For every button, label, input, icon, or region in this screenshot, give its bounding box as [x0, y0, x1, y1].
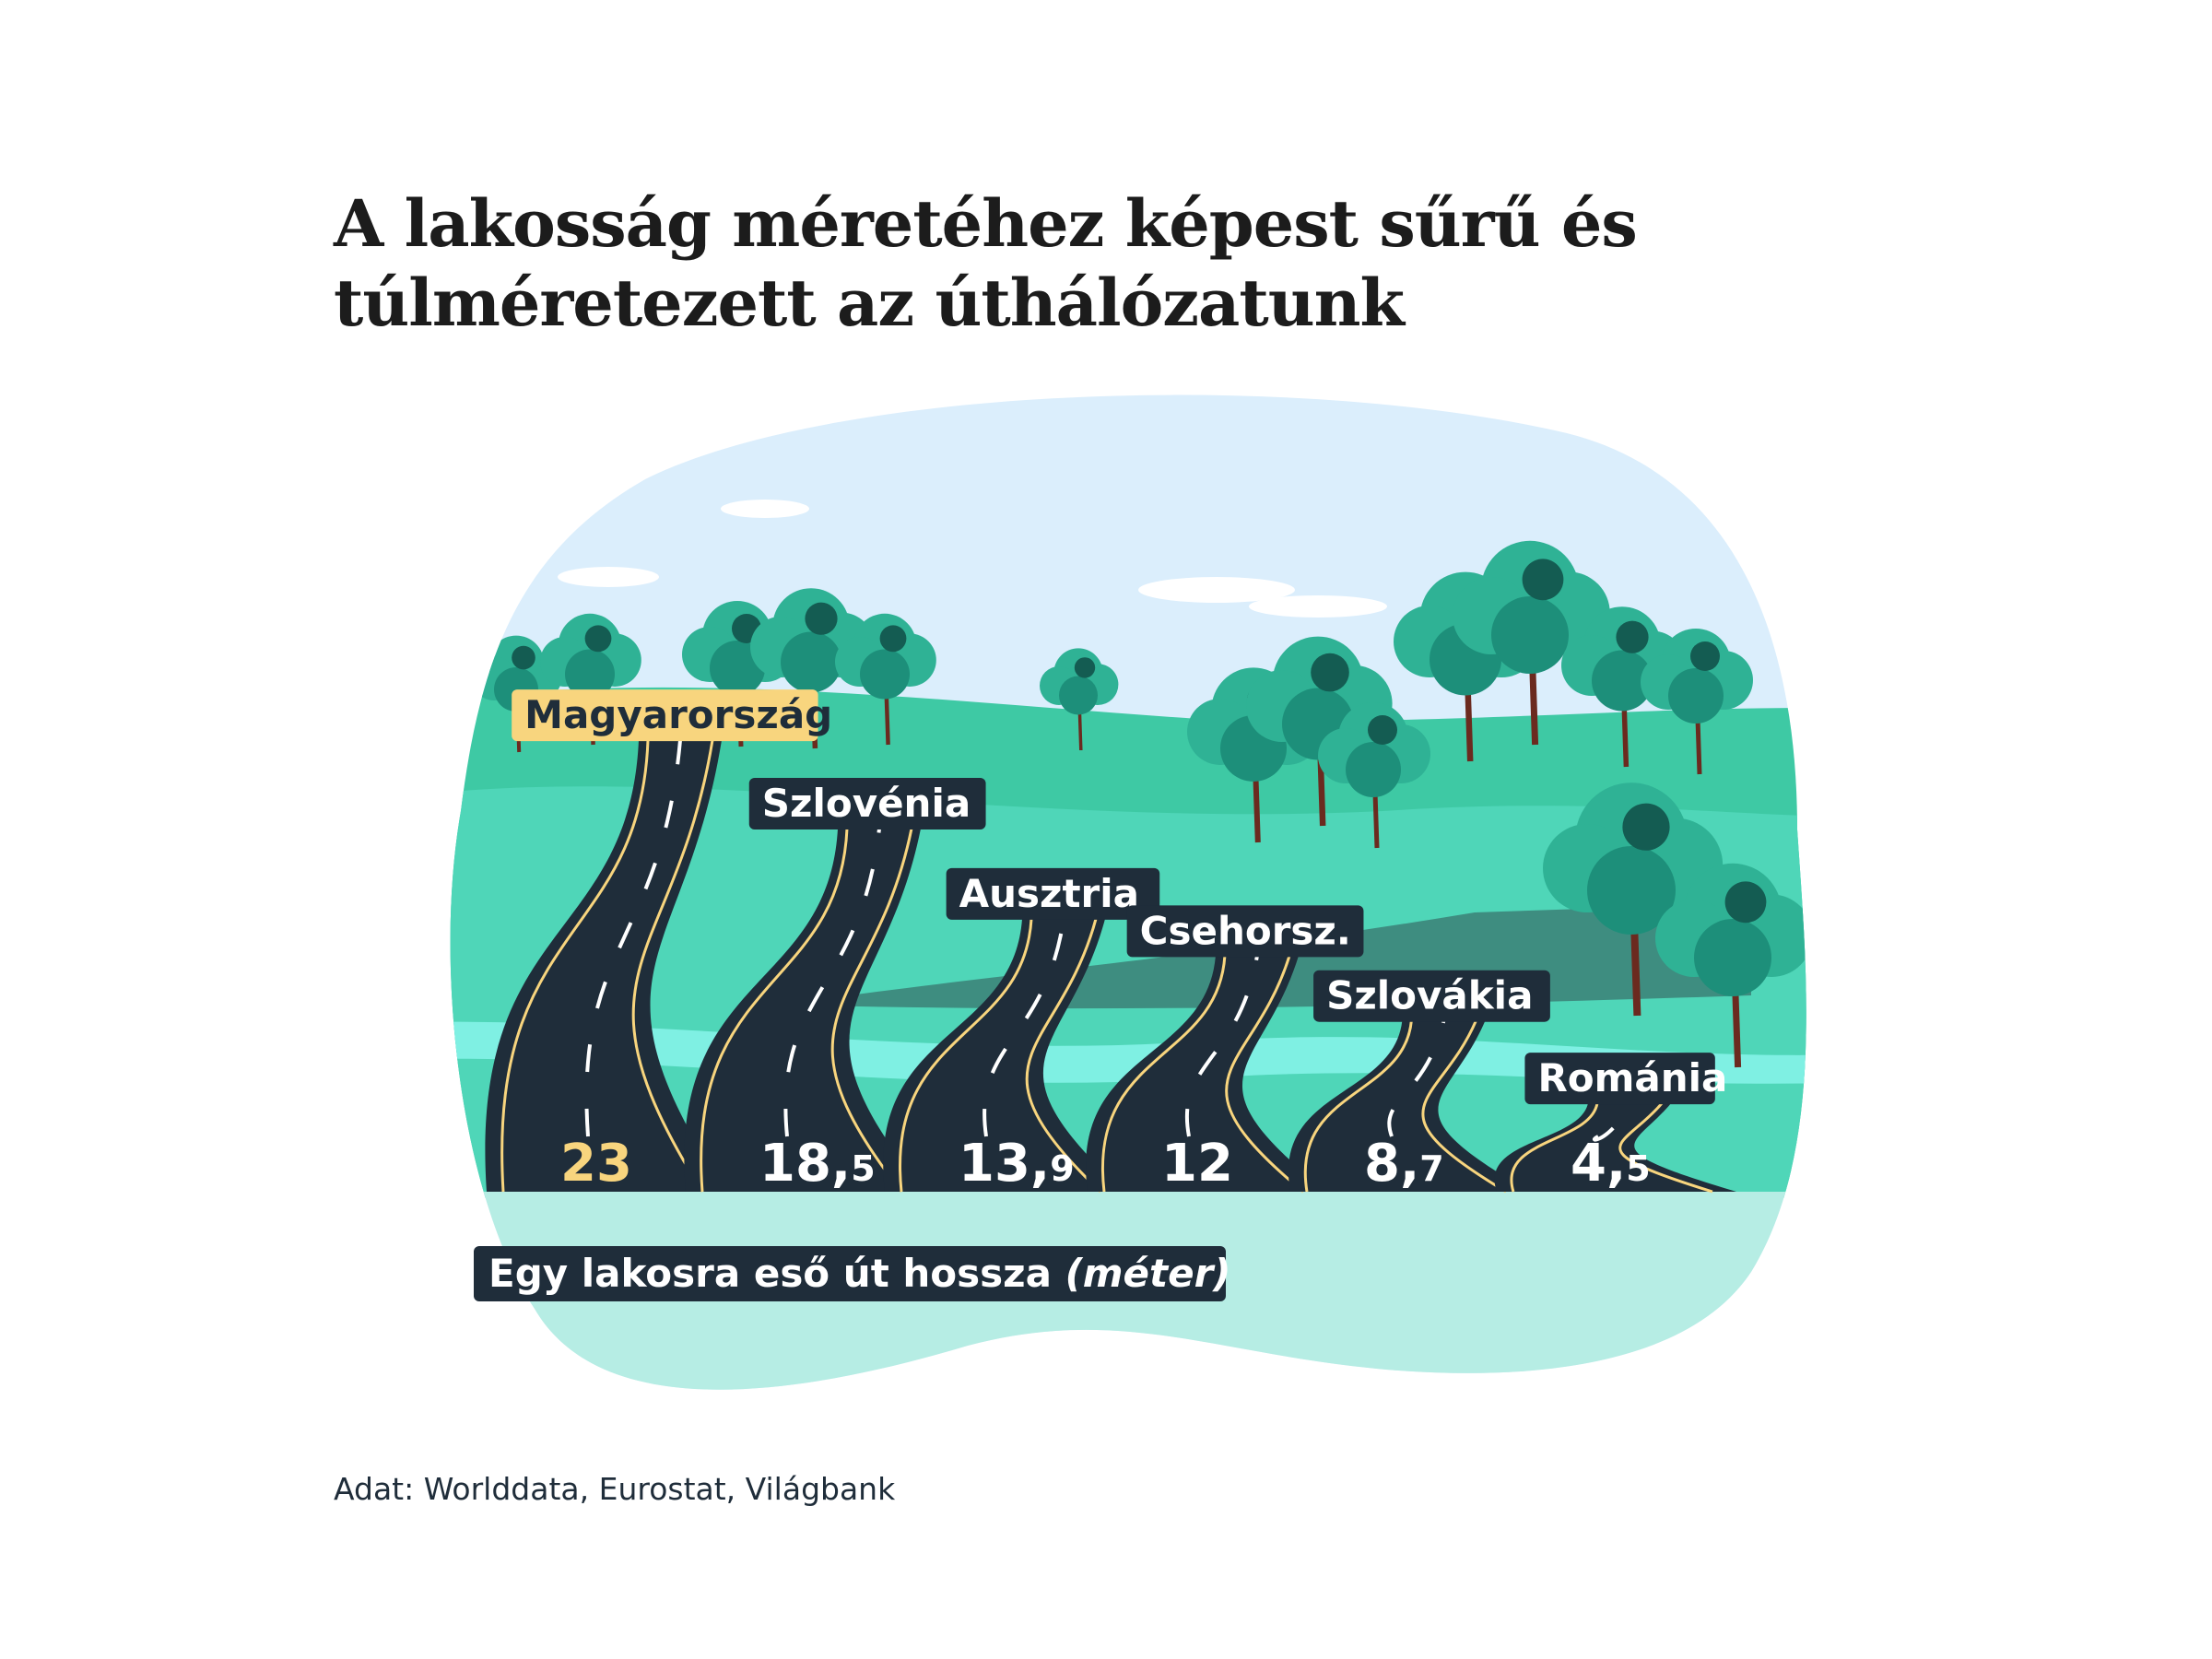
road-edge-line	[700, 828, 849, 1193]
category-label-box	[1126, 905, 1364, 958]
cloud	[1249, 595, 1387, 618]
value-label: 13,9	[959, 1134, 1075, 1194]
value-decimal: 9	[1050, 1148, 1074, 1189]
category-label: Magyarország	[524, 692, 832, 737]
axis-label-unit: (méter)	[1065, 1251, 1231, 1296]
road-surface	[883, 918, 1124, 1192]
value-label: 12	[1161, 1134, 1233, 1194]
svg-text:Egy lakosra eső út hossza: Egy lakosra eső út hossza (méter)	[488, 1251, 1230, 1296]
road-surface	[684, 828, 925, 1192]
road-bar: Magyarország 23	[485, 689, 832, 1194]
value-label: 4,5	[1571, 1134, 1651, 1194]
axis-label-main: Egy lakosra eső út hossza	[488, 1251, 1052, 1296]
road-edge-line	[1100, 956, 1227, 1193]
tree	[1040, 648, 1119, 751]
road-bar: Ausztria 13,9	[883, 867, 1160, 1194]
tree	[835, 613, 936, 746]
value-int: 8,	[1364, 1134, 1419, 1194]
trees	[472, 540, 1806, 1068]
road-edge-line	[1421, 1020, 1507, 1194]
tree	[1641, 629, 1753, 775]
category-label: Románia	[1537, 1055, 1727, 1100]
tree	[1318, 702, 1430, 849]
category-label-box	[946, 867, 1160, 920]
value-int: 23	[560, 1134, 632, 1194]
category-label: Szlovénia	[762, 781, 971, 826]
source-note: Adat: Worlddata, Eurostat, Világbank	[334, 1471, 896, 1507]
value-decimal: 5	[1626, 1148, 1650, 1189]
value-label: 18,5	[759, 1134, 876, 1194]
category-label-box	[512, 689, 818, 742]
page-title: A lakosság méretéhez képest sűrű és túlm…	[334, 185, 1638, 341]
clouds	[558, 500, 1387, 618]
value-int: 18,	[759, 1134, 851, 1194]
axis-label-box	[474, 1246, 1226, 1301]
cloud	[558, 567, 659, 587]
road-edge-line	[1510, 1102, 1599, 1193]
tree	[540, 613, 641, 746]
value-int: 4,	[1571, 1134, 1626, 1194]
road-edge-line	[500, 740, 650, 1193]
value-decimal: 7	[1419, 1148, 1443, 1189]
road-surface	[485, 740, 726, 1192]
cloud	[721, 500, 809, 518]
value-label: 8,7	[1364, 1134, 1444, 1194]
road-center-line	[783, 828, 881, 1137]
road-center-line	[584, 739, 682, 1137]
road-bar: Szlovákia 8,7	[1288, 970, 1550, 1194]
road-edge-line	[1303, 1020, 1413, 1193]
road-edge-line	[899, 918, 1033, 1193]
category-label-box	[748, 777, 986, 830]
cloud	[1138, 577, 1295, 603]
tree	[1246, 636, 1393, 827]
category-label: Csehorsz.	[1140, 908, 1351, 953]
road-center-line	[1184, 956, 1259, 1137]
roads: Magyarország23Szlovénia18,5Ausztria13,9C…	[485, 689, 1736, 1194]
tree	[1543, 782, 1724, 1017]
category-label-box	[1313, 970, 1550, 1022]
road-bar: Románia 4,5	[1494, 1053, 1736, 1194]
value-decimal: 5	[851, 1148, 875, 1189]
value-label: 23	[560, 1134, 632, 1194]
road-bar: Szlovénia 18,5	[684, 777, 986, 1194]
category-label: Ausztria	[959, 871, 1139, 916]
road-edge-line	[1225, 955, 1304, 1194]
value-int: 12	[1161, 1134, 1233, 1194]
road-edge-line	[1025, 918, 1102, 1194]
road-center-line	[1387, 1020, 1446, 1137]
category-label: Szlovákia	[1326, 973, 1533, 1018]
road-surface	[1494, 1103, 1736, 1192]
road-center-line	[1592, 1102, 1631, 1142]
value-int: 13,	[959, 1134, 1050, 1194]
road-surface	[1288, 1020, 1530, 1192]
road-edge-line	[830, 828, 913, 1193]
axis-label: Egy lakosra eső út hossza (méter)	[474, 1246, 1230, 1301]
road-surface	[1086, 956, 1327, 1192]
road-edge-line	[1618, 1102, 1713, 1194]
tree	[1655, 863, 1806, 1068]
category-label-box	[1524, 1053, 1715, 1105]
road-edge-line	[631, 739, 714, 1193]
road-bar: Csehorsz. 12	[1086, 905, 1364, 1194]
